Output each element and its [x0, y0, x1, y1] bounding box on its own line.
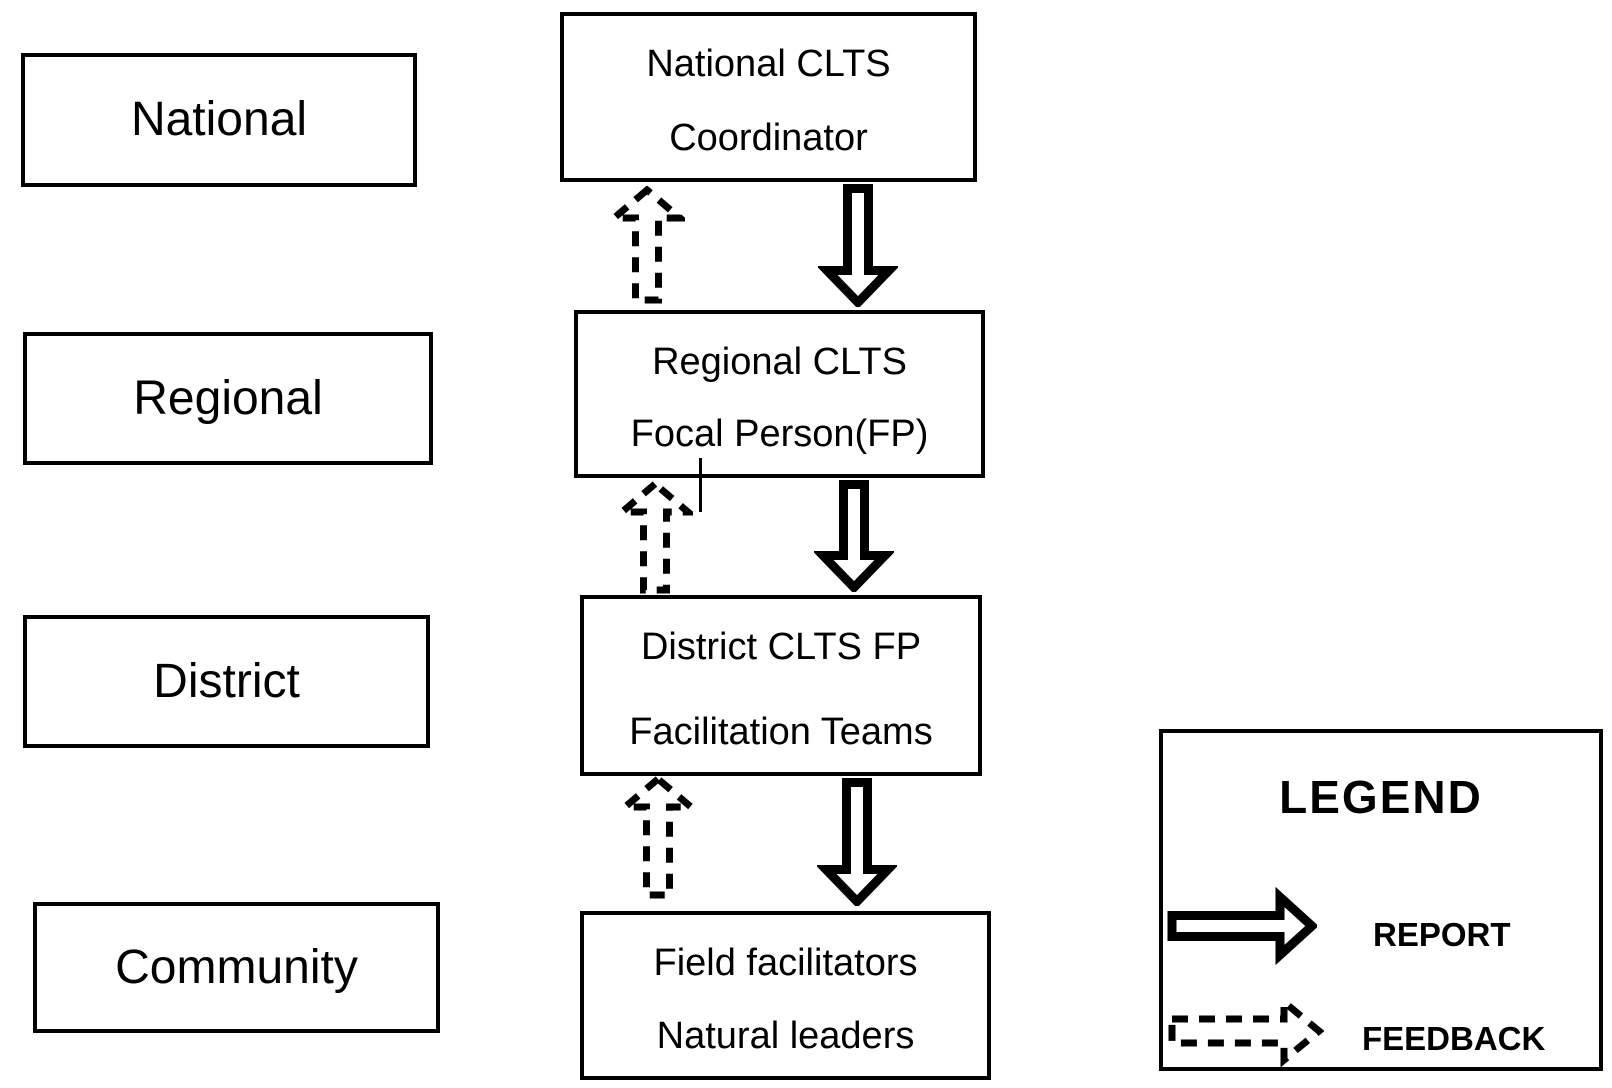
level-box-national: National — [21, 53, 417, 187]
legend-report-label: REPORT — [1373, 916, 1511, 953]
level-label: Community — [115, 940, 358, 994]
node-line: Facilitation Teams — [629, 711, 933, 754]
node-regional-clts-focal-person: Regional CLTS Focal Person(FP) — [574, 310, 985, 478]
legend-feedback-label: FEEDBACK — [1362, 1020, 1546, 1057]
node-field-facilitators-natural-leaders: Field facilitators Natural leaders — [580, 911, 991, 1080]
node-line: Natural leaders — [656, 1015, 915, 1058]
feedback-arrow-up-icon — [609, 186, 685, 304]
node-line: District CLTS FP — [640, 626, 922, 668]
report-arrow-down-icon — [817, 778, 897, 906]
level-label: National — [130, 93, 308, 146]
feedback-arrow-up-icon — [620, 775, 696, 899]
feedback-arrow-icon — [1168, 996, 1325, 1068]
node-line: Field facilitators — [653, 942, 918, 984]
node-line: Coordinator — [669, 117, 868, 160]
node-line: Regional CLTS — [652, 341, 907, 383]
report-arrow-down-icon — [814, 480, 894, 592]
level-label: District — [153, 654, 300, 708]
text-caret — [699, 458, 702, 512]
report-arrow-icon — [1167, 887, 1317, 965]
node-line: Focal Person(FP) — [630, 413, 929, 456]
legend-title: LEGEND — [1279, 771, 1483, 823]
feedback-arrow-up-icon — [617, 480, 693, 594]
node-district-clts-fp-facilitation-teams: District CLTS FP Facilitation Teams — [580, 595, 982, 776]
node-line: National CLTS — [646, 43, 891, 85]
level-box-regional: Regional — [23, 332, 433, 465]
legend: LEGEND REPORT FEEDBACK — [1159, 729, 1603, 1071]
level-label: Regional — [133, 371, 323, 425]
level-box-community: Community — [33, 902, 440, 1033]
level-box-district: District — [23, 615, 430, 748]
node-national-clts-coordinator: National CLTS Coordinator — [560, 12, 977, 182]
report-arrow-down-icon — [818, 184, 898, 307]
